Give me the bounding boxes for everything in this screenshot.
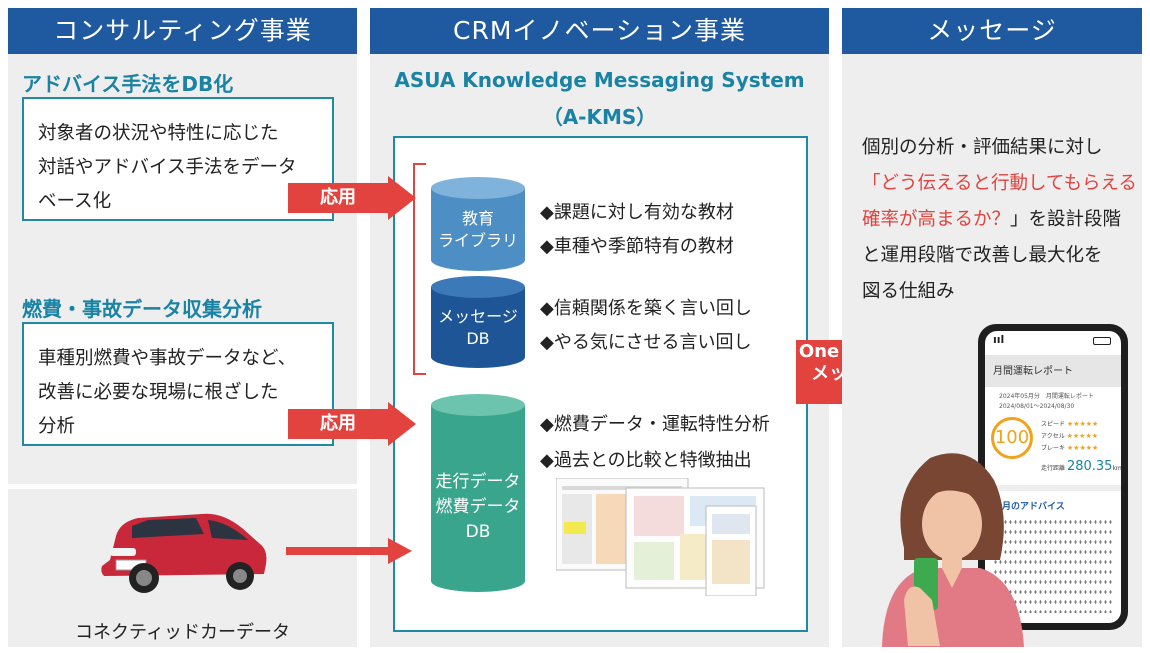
apply-arrow-2-label: 応用 bbox=[288, 409, 388, 439]
rating-row: ブレーキ ★★★★★ bbox=[1041, 443, 1098, 452]
phone-screen: ııl 月間運転レポート 2024年05月分 月間運転レポート 2024/08/… bbox=[985, 331, 1121, 623]
section1-line: ベース化 bbox=[38, 191, 112, 212]
rating-label: ブレーキ bbox=[1041, 445, 1066, 452]
db1-label-line: ライブラリ bbox=[437, 231, 518, 250]
rating-stars: ★★★★★ bbox=[1066, 444, 1099, 452]
message-line-highlight: 「どう伝えると行動してもらえる bbox=[862, 173, 1137, 194]
db3-label-line: DB bbox=[465, 522, 491, 542]
distance-value: 280.35 bbox=[1066, 459, 1113, 474]
section1-box: 対象者の状況や特性に応じた 対話やアドバイス手法をデータ ベース化 bbox=[22, 97, 334, 221]
section2-title: 燃費・事故データ収集分析 bbox=[22, 297, 262, 321]
apply-arrow-1-label: 応用 bbox=[288, 183, 388, 213]
message-highlight: 確率が高まるか？ bbox=[862, 209, 1011, 230]
report-title: 月間運転レポート bbox=[993, 366, 1073, 377]
message-line: 個別の分析・評価結果に対し bbox=[862, 137, 1103, 158]
rating-stars: ★★★★★ bbox=[1066, 432, 1099, 440]
arrow-head-icon bbox=[388, 402, 416, 446]
db3-label-line: 燃費データ bbox=[435, 497, 521, 517]
car-icon bbox=[101, 513, 267, 593]
battery-icon bbox=[1093, 337, 1111, 345]
spreadsheet-thumbnails bbox=[556, 478, 765, 596]
rating-row: アクセル ★★★★★ bbox=[1041, 431, 1098, 440]
db2-bullet: ◆やる気にさせる言い回し bbox=[540, 332, 752, 353]
rating-row: スピード ★★★★★ bbox=[1041, 419, 1098, 428]
distance-label: 走行距離 bbox=[1041, 465, 1066, 472]
db2-bullet: ◆信頼関係を築く言い回し bbox=[540, 298, 752, 319]
section2-line: 改善に必要な現場に根ざした bbox=[38, 382, 279, 403]
message-line: と運用段階で改善し最大化を bbox=[862, 245, 1103, 266]
arrow-head-icon bbox=[388, 176, 416, 220]
system-name: ASUA Knowledge Messaging System bbox=[394, 68, 805, 92]
consulting-header: コンサルティング事業 bbox=[8, 8, 357, 54]
db3-bullet: ◆過去との比較と特徴抽出 bbox=[540, 450, 752, 471]
section1-line: 対象者の状況や特性に応じた bbox=[38, 123, 279, 144]
message-line: 確率が高まるか？」を設計段階 bbox=[862, 202, 1142, 238]
advice-divider bbox=[985, 485, 1121, 491]
section1-line: 対話やアドバイス手法をデータ bbox=[38, 157, 297, 178]
advice-title: 今月のアドバイス bbox=[993, 502, 1065, 512]
message-header: メッセージ bbox=[842, 8, 1142, 54]
db3-label-line: 走行データ bbox=[435, 472, 521, 492]
message-line: 図る仕組み bbox=[862, 281, 955, 302]
signal-icon: ııl bbox=[993, 333, 1005, 346]
db-group-bracket bbox=[413, 163, 426, 375]
section2-line: 車種別燃費や事故データなど、 bbox=[38, 348, 297, 369]
db1-label: 教育 ライブラリ bbox=[430, 208, 526, 252]
distance-unit: km bbox=[1112, 465, 1121, 472]
section2-line: 分析 bbox=[38, 416, 76, 437]
distance-row: 走行距離 280.35km bbox=[1041, 459, 1121, 474]
db2-label: メッセージ DB bbox=[430, 306, 526, 350]
message-rest: 」を設計段階 bbox=[1010, 209, 1122, 230]
advice-text-placeholder bbox=[993, 517, 1113, 613]
rating-stars: ★★★★★ bbox=[1066, 420, 1099, 428]
system-abbr: （A-KMS） bbox=[542, 105, 657, 129]
db1-label-line: 教育 bbox=[461, 209, 494, 228]
db3-bullet: ◆燃費データ・運転特性分析 bbox=[540, 414, 770, 435]
rating-label: アクセル bbox=[1041, 433, 1065, 440]
apply-arrow-1: 応用 bbox=[288, 176, 416, 220]
driving-data-cylinder bbox=[431, 394, 525, 592]
period-line: 2024年05月分 月間運転レポート bbox=[999, 393, 1094, 400]
section2-box: 車種別燃費や事故データなど、 改善に必要な現場に根ざした 分析 bbox=[22, 322, 334, 446]
db1-bullet: ◆車種や季節特有の教材 bbox=[540, 236, 734, 257]
person-illustration bbox=[882, 453, 1024, 647]
db2-label-line: DB bbox=[466, 329, 490, 348]
education-library-cylinder bbox=[431, 177, 525, 271]
rating-label: スピード bbox=[1041, 421, 1066, 428]
report-header-bar bbox=[985, 355, 1121, 387]
db1-bullet: ◆課題に対し有効な教材 bbox=[540, 202, 734, 223]
db3-label: 走行データ 燃費データ DB bbox=[430, 470, 526, 545]
message-db-cylinder bbox=[431, 276, 525, 368]
score-circle: 100 bbox=[991, 417, 1033, 459]
period-line: 2024/08/01〜2024/08/30 bbox=[999, 403, 1075, 410]
car-caption: コネクティッドカーデータ bbox=[75, 622, 290, 643]
message-description: 個別の分析・評価結果に対し 「どう伝えると行動してもらえる 確率が高まるか？」を… bbox=[862, 130, 1142, 310]
crm-header: CRMイノベーション事業 bbox=[370, 8, 829, 54]
db2-label-line: メッセージ bbox=[438, 307, 518, 326]
car-data-arrow bbox=[286, 538, 412, 564]
apply-arrow-2: 応用 bbox=[288, 402, 416, 446]
section1-title: アドバイス手法をDB化 bbox=[22, 72, 234, 96]
